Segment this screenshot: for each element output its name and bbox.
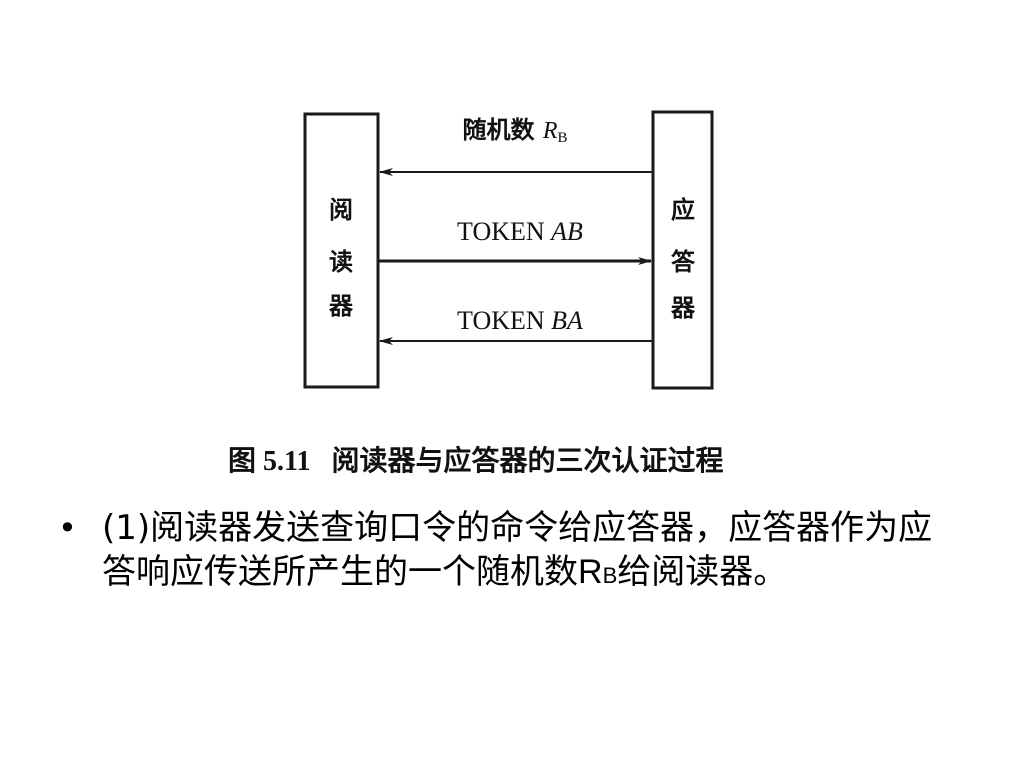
caption-text: 阅读器与应答器的三次认证过程	[331, 444, 724, 477]
authentication-diagram: 阅 读 器 应 答 器 随机数 RB TOKEN AB TOKEN BA	[303, 110, 714, 390]
arrow-random-number-label: 随机数 RB	[462, 116, 567, 146]
bullet-text: (1)阅读器发送查询口令的命令给应答器，应答器作为应答响应传送所产生的一个随机数…	[102, 506, 962, 598]
arrow-2-label-text: TOKEN	[457, 217, 551, 246]
caption-number: 5.11	[263, 446, 311, 477]
bullet-rb-main: R	[578, 553, 603, 591]
arrow-3-label-text: TOKEN	[457, 306, 551, 335]
transponder-label-char-3: 器	[670, 294, 696, 322]
bullet-rb-sub: B	[602, 563, 618, 588]
arrow-token-ba-label: TOKEN BA	[457, 306, 583, 335]
arrow-1-label-text: 随机数	[462, 116, 542, 144]
reader-label-char-3: 器	[328, 292, 354, 320]
reader-label-char-1: 阅	[329, 196, 353, 224]
transponder-label-char-1: 应	[671, 196, 695, 224]
arrow-1-label-italic: R	[542, 118, 558, 144]
arrow-1-label-sub: B	[558, 130, 568, 146]
bullet-text-before: (1)阅读器发送查询口令的命令给应答器，应答器作为应答响应传送所产生的一个随机数	[102, 508, 933, 592]
reader-label-char-2: 读	[329, 248, 353, 276]
bullet-text-after: 给阅读器。	[617, 552, 788, 592]
transponder-label-char-2: 答	[671, 248, 696, 276]
reader-box	[303, 112, 380, 389]
arrow-token-ab-label: TOKEN AB	[457, 217, 583, 246]
arrow-2-label-italic: AB	[549, 217, 583, 246]
transponder-box	[651, 110, 714, 390]
arrow-3-label-italic: BA	[551, 306, 583, 335]
figure-caption: 图 5.11 阅读器与应答器的三次认证过程	[228, 439, 788, 479]
caption-prefix: 图	[228, 444, 257, 477]
bullet-marker: •	[58, 509, 77, 547]
